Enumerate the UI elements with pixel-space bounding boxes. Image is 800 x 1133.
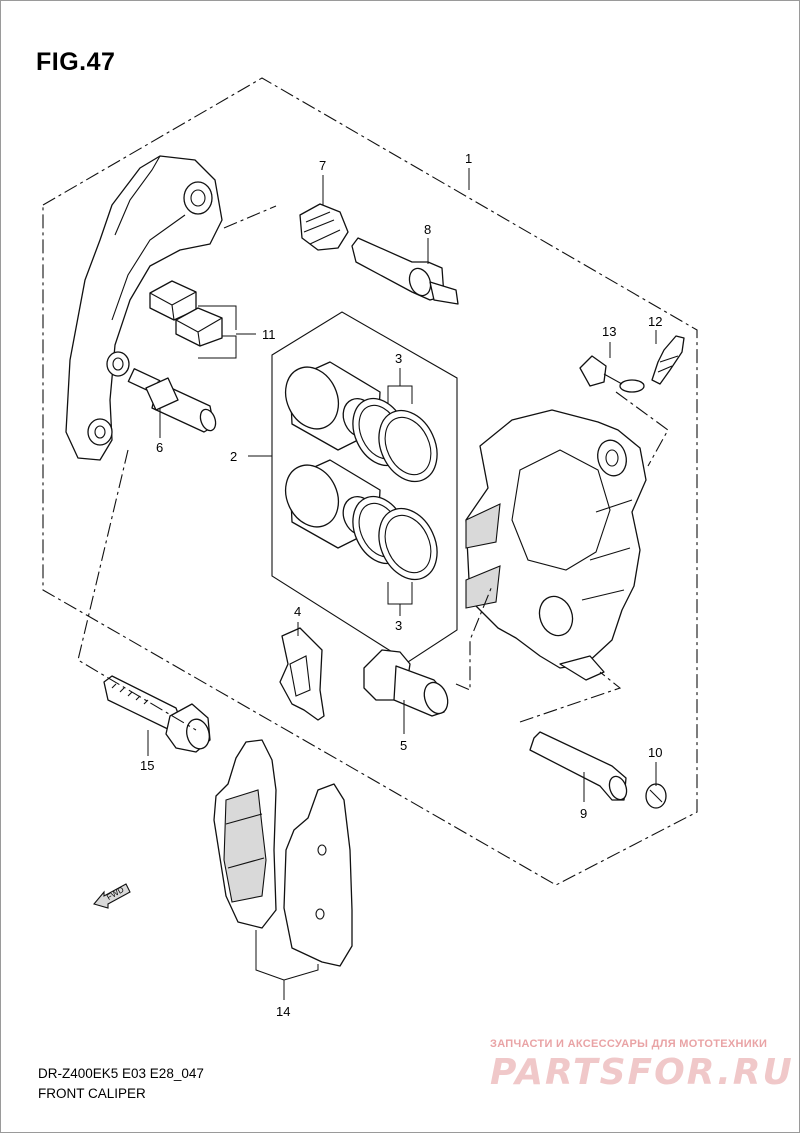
watermark-logo: PARTSFOR.RU bbox=[490, 1052, 794, 1093]
piston-kit-box bbox=[271, 311, 458, 663]
model-code: DR-Z400EK5 E03 E28_047 bbox=[38, 1066, 204, 1081]
callout-15: 15 bbox=[140, 758, 154, 773]
callout-8: 8 bbox=[424, 222, 431, 237]
callout-10: 10 bbox=[648, 745, 662, 760]
callout-14: 14 bbox=[276, 1004, 290, 1019]
pad-pin-plug bbox=[645, 783, 667, 809]
callout-2: 2 bbox=[230, 449, 237, 464]
callout-3-lower: 3 bbox=[395, 618, 402, 633]
caliper-assembly-boundary bbox=[42, 77, 698, 886]
callout-4: 4 bbox=[294, 604, 301, 619]
piston-seals bbox=[352, 397, 438, 581]
pad-pin bbox=[529, 731, 628, 801]
bracket-bolt bbox=[103, 675, 211, 753]
caliper-mount-bolt bbox=[363, 649, 449, 717]
watermark-tagline: ЗАПЧАСТИ И АКСЕССУАРЫ ДЛЯ МОТОТЕХНИКИ bbox=[490, 1038, 768, 1050]
bleeder-screw bbox=[651, 335, 685, 385]
forward-direction-arrow: FWD bbox=[93, 883, 131, 909]
leader-lines bbox=[77, 168, 669, 1000]
caliper-body bbox=[465, 409, 647, 681]
callout-13: 13 bbox=[602, 324, 616, 339]
callout-3-upper: 3 bbox=[395, 351, 402, 366]
callout-1: 1 bbox=[465, 151, 472, 166]
bleeder-cap bbox=[579, 355, 645, 393]
callout-numbers: 1 2 3 3 4 5 6 7 8 9 10 11 12 13 14 15 bbox=[140, 151, 662, 1019]
slide-pin bbox=[351, 237, 459, 305]
callout-5: 5 bbox=[400, 738, 407, 753]
pad-spring bbox=[279, 627, 325, 721]
caliper-bracket bbox=[65, 155, 223, 461]
callout-11: 11 bbox=[262, 327, 276, 342]
callout-9: 9 bbox=[580, 806, 587, 821]
pad-spring-clips bbox=[149, 280, 223, 347]
callout-7: 7 bbox=[319, 158, 326, 173]
brake-pads bbox=[213, 739, 353, 967]
dust-boot bbox=[299, 203, 349, 251]
assembly-name: FRONT CALIPER bbox=[38, 1086, 146, 1101]
callout-12: 12 bbox=[648, 314, 662, 329]
figure-title: FIG.47 bbox=[36, 48, 116, 76]
bracket-pin bbox=[127, 368, 217, 433]
callout-6: 6 bbox=[156, 440, 163, 455]
